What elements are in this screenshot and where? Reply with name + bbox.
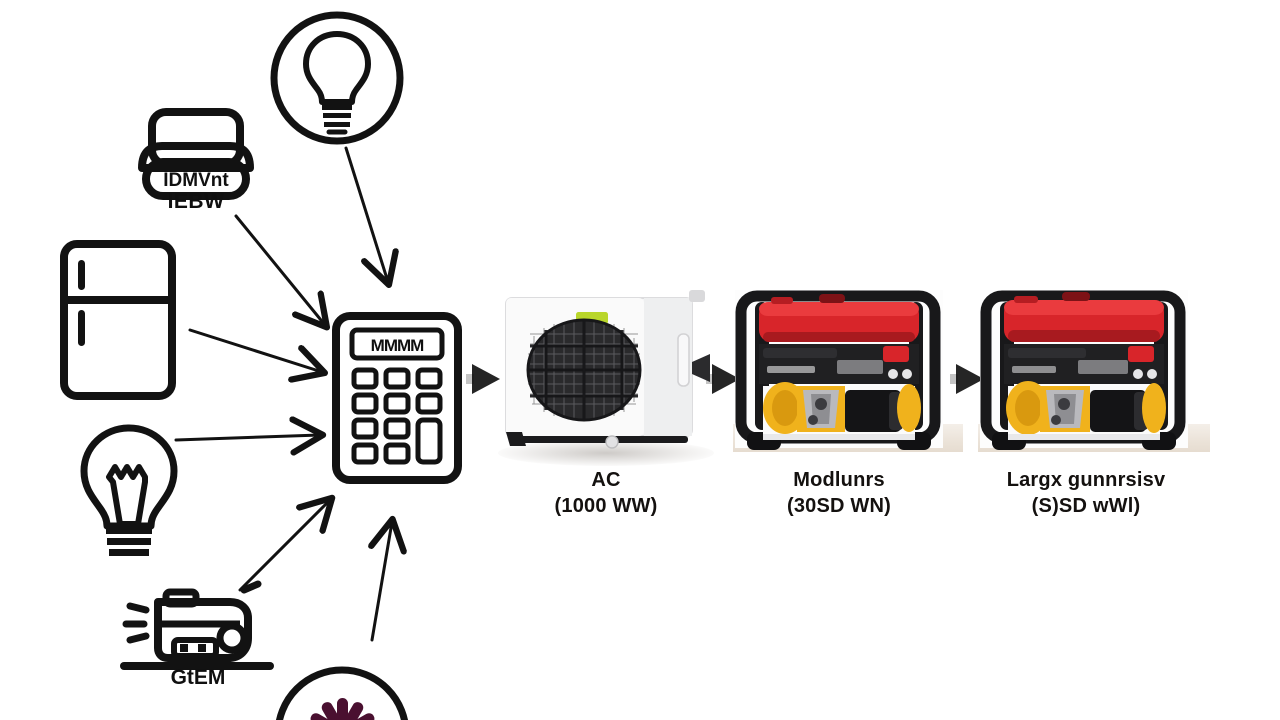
flow-arrow-medium-to-large-generator	[950, 364, 984, 394]
caption-large-generator-line1: Largx gunnrsisv	[1006, 469, 1166, 491]
input-node-refrigerator[interactable]	[56, 238, 190, 406]
caption-large-generator: Largx gunnrsisv (S)SD wWl)	[962, 468, 1210, 519]
input-node-bulb-filament[interactable]	[66, 420, 192, 560]
input-label-tv: IEBW	[167, 190, 225, 213]
generator-icon	[735, 290, 943, 450]
caption-medium-generator-line1: Modlunrs	[793, 469, 885, 491]
feed-arrow-bulb-circle	[344, 146, 388, 282]
caption-large-generator-line2: (S)SD wWl)	[1031, 494, 1141, 517]
output-node-ac[interactable]	[500, 290, 712, 458]
air-conditioner-outdoor-unit-icon	[505, 290, 710, 449]
television-icon: IDMVnt	[138, 108, 254, 200]
radial-burst-in-circle-icon	[275, 666, 409, 720]
lightbulb-filament-icon	[80, 424, 178, 556]
caption-ac: AC (1000 WW)	[500, 468, 712, 519]
caption-medium-generator-line2: (30SD WN)	[786, 494, 892, 517]
caption-medium-generator: Modlunrs (30SD WN)	[718, 468, 960, 519]
feed-arrow-bulb	[174, 435, 320, 440]
lightbulb-in-circle-icon	[270, 11, 404, 145]
burst-rays	[310, 698, 375, 720]
input-node-burst[interactable]	[268, 660, 416, 720]
flow-arrow-calc-to-ac	[466, 364, 500, 394]
input-node-power-tool[interactable]: GtEM	[120, 580, 274, 694]
calculator-icon: MMMM	[332, 312, 462, 484]
calculator-display-text: MMMM	[371, 336, 424, 355]
portable-generator-tool-icon	[120, 580, 274, 670]
output-node-medium-generator[interactable]	[733, 286, 945, 462]
feed-arrow-power-tool	[238, 500, 330, 592]
output-node-large-generator[interactable]	[978, 286, 1190, 462]
caption-ac-line2: (1000 WW)	[554, 494, 658, 517]
tv-inner-text: IDMVnt	[163, 170, 229, 191]
input-label-power-tool: GtEM	[170, 666, 226, 689]
input-node-bulb-circle[interactable]	[262, 6, 412, 156]
refrigerator-icon	[60, 240, 176, 400]
generator-icon	[980, 290, 1188, 450]
input-node-tv[interactable]: IDMVnt IEBW	[128, 106, 264, 224]
caption-ac-line1: AC	[591, 469, 621, 491]
feed-arrow-burst	[372, 522, 392, 642]
feed-arrow-refrigerator	[188, 328, 322, 372]
calculator-node[interactable]: MMMM	[330, 312, 466, 484]
feed-arrow-tv	[234, 214, 325, 325]
